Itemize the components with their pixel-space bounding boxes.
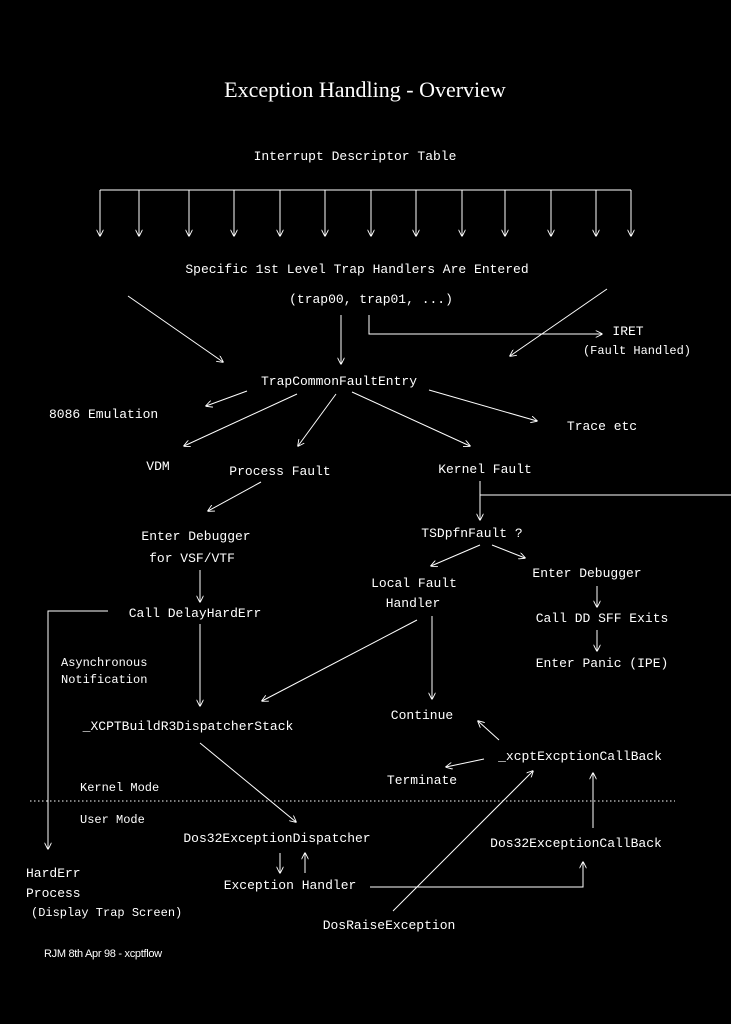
- trap-handlers-label: Specific 1st Level Trap Handlers Are Ent…: [185, 262, 529, 277]
- async-notification-label: Asynchronous: [61, 656, 148, 670]
- arrow-handler-to-dos32-callback: [370, 862, 583, 888]
- arrow-left-to-trap-common: [127, 295, 223, 362]
- page-title: Exception Handling - Overview: [224, 77, 506, 102]
- build-r3-dispatcher-stack-label: _XCPTBuildR3DispatcherStack: [82, 719, 294, 734]
- enter-panic-label: Enter Panic (IPE): [535, 656, 669, 671]
- author-credit: RJM 8th Apr 98 - xcptflow: [44, 948, 162, 960]
- arrow-callback-to-continue: [478, 721, 500, 741]
- arrow-tsd-to-local-handler: [431, 544, 481, 566]
- xcpt-callback-label: _xcptExcptionCallBack: [498, 749, 662, 764]
- dos32-exception-callback-label: Dos32ExceptionCallBack: [490, 836, 662, 851]
- iret-note: (Fault Handled): [582, 344, 692, 358]
- trap-handlers-names: (trap00, trap01, ...): [289, 292, 453, 307]
- arrow-to-8086-emulation: [206, 390, 248, 406]
- dos-raise-exception-label: DosRaiseException: [322, 918, 456, 933]
- local-fault-handler-note: Handler: [385, 596, 441, 611]
- vdm-label: VDM: [146, 459, 170, 474]
- trap-common-fault-entry: TrapCommonFaultEntry: [260, 374, 418, 389]
- user-mode-label: User Mode: [80, 813, 145, 827]
- async-notification-note: Notification: [61, 673, 148, 687]
- harderr-process-label-2: Process: [26, 886, 81, 901]
- local-fault-handler-label: Local Fault: [371, 576, 457, 591]
- idt-label: Interrupt Descriptor Table: [253, 149, 457, 164]
- emulation-8086-label: 8086 Emulation: [49, 407, 159, 422]
- arrow-delay-harderr-to-harderr: [48, 610, 108, 849]
- harderr-process-label: HardErr: [26, 866, 81, 881]
- arrow-to-process-fault: [298, 393, 337, 446]
- terminate-label: Terminate: [386, 773, 458, 788]
- arrow-callback-to-terminate: [446, 758, 485, 767]
- enter-debugger-vsf-label: Enter Debugger: [141, 529, 251, 544]
- kernel-mode-label: Kernel Mode: [80, 781, 160, 795]
- tsd-pfn-fault-label: TSDpfnFault ?: [421, 526, 523, 541]
- arrow-raise-to-xcpt-callback: [392, 771, 533, 912]
- arrow-tsd-to-enter-debugger: [491, 544, 525, 558]
- arrow-to-trace: [428, 389, 537, 421]
- arrow-traps-to-iret: [368, 315, 602, 334]
- exception-handler-label: Exception Handler: [223, 878, 357, 893]
- dos32-exception-dispatcher-label: Dos32ExceptionDispatcher: [183, 831, 371, 846]
- continue-label: Continue: [390, 708, 454, 723]
- harderr-process-note: (Display Trap Screen): [31, 906, 183, 920]
- arrow-to-kernel-fault: [351, 391, 470, 446]
- enter-debugger-vsf-note: for VSF/VTF: [149, 551, 235, 566]
- arrow-process-fault-to-debugger: [208, 481, 262, 511]
- call-dd-sff-exits-label: Call DD SFF Exits: [535, 611, 669, 626]
- enter-debugger-label: Enter Debugger: [532, 566, 642, 581]
- trace-label: Trace etc: [566, 419, 638, 434]
- call-delay-harderr-label: Call DelayHardErr: [128, 606, 262, 621]
- process-fault-label: Process Fault: [229, 464, 331, 479]
- arrow-build-stack-to-dispatcher: [199, 742, 296, 822]
- kernel-fault-label: Kernel Fault: [438, 462, 532, 477]
- arrow-right-to-trap-common: [510, 288, 608, 356]
- arrow-to-vdm: [184, 393, 298, 446]
- iret-label: IRET: [612, 324, 644, 339]
- arrow-local-handler-to-build-stack: [262, 619, 418, 701]
